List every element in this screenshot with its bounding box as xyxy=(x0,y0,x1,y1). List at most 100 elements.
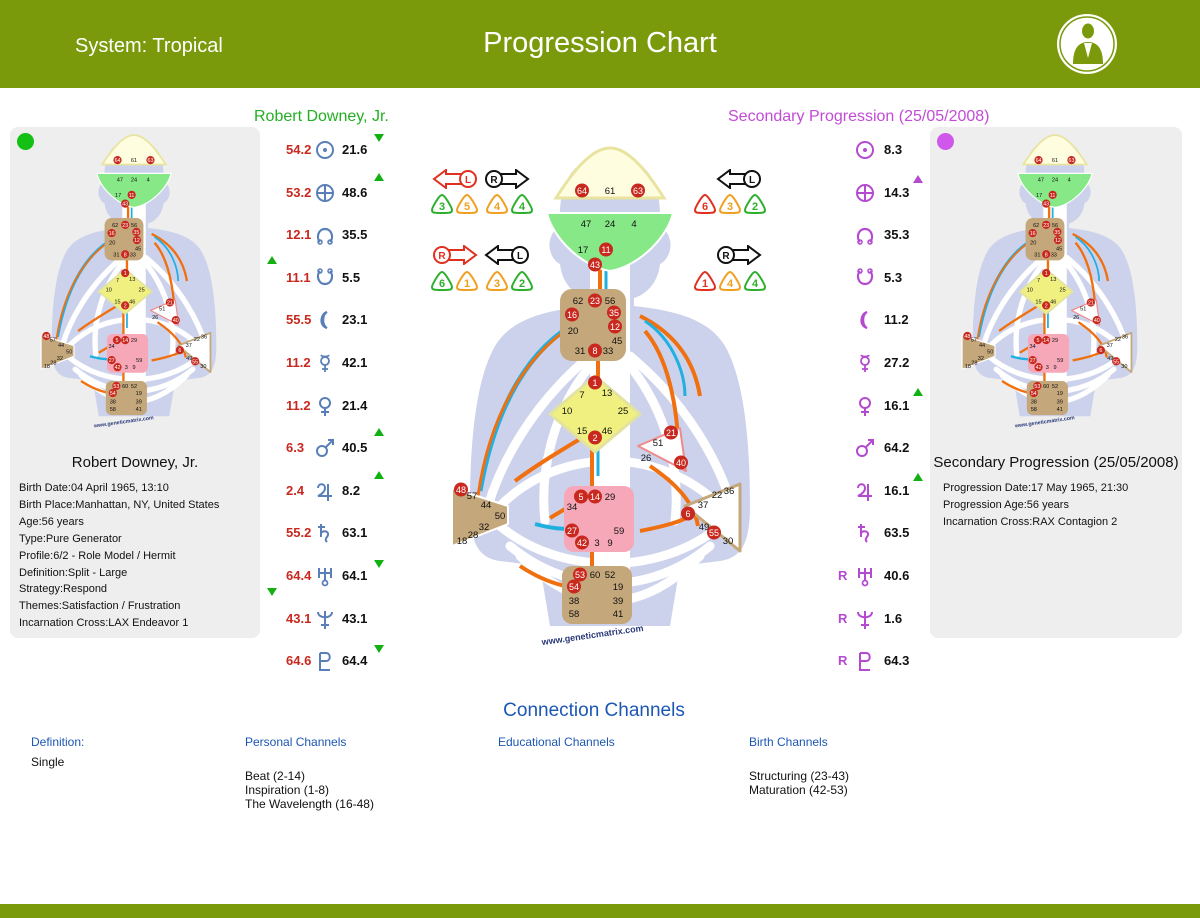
header-bar: System: Tropical Progression Chart xyxy=(0,0,1200,88)
gate-number: 62 xyxy=(112,223,118,229)
gate-number: 34 xyxy=(1030,344,1036,350)
gate-marker xyxy=(171,316,180,325)
design-value: 43.1 xyxy=(286,610,312,626)
gate-marker xyxy=(127,190,136,199)
channel-12 xyxy=(639,314,702,397)
gate-number: 4 xyxy=(631,219,636,230)
design-exaltation-arrow xyxy=(267,255,277,264)
personality-value: 35.5 xyxy=(342,227,368,243)
variable-number-text: 4 xyxy=(519,201,526,213)
gate-number: 10 xyxy=(1027,288,1033,294)
gate-marker xyxy=(1028,228,1037,238)
gate-number: 49 xyxy=(699,522,710,533)
gate-marker xyxy=(112,381,121,391)
gate-number: 19 xyxy=(136,391,142,397)
gate-number: 43 xyxy=(590,260,600,270)
gate-number: 6 xyxy=(178,348,181,354)
gate-number: 6 xyxy=(1099,348,1102,354)
gate-marker xyxy=(121,220,130,229)
progression-value: 27.2 xyxy=(884,355,910,370)
gate-number: 32 xyxy=(479,522,490,533)
gate-marker xyxy=(1053,236,1063,245)
gate-number: 35 xyxy=(1054,230,1060,236)
gate-marker xyxy=(1042,199,1051,208)
gate-number: 15 xyxy=(577,426,588,437)
gate-marker xyxy=(1042,268,1051,278)
gate-number: 48 xyxy=(456,485,466,495)
variable-arrow-right: R xyxy=(485,169,530,189)
saturn-icon xyxy=(318,524,330,544)
variable-arrow-right: R xyxy=(433,245,478,265)
gate-number: 56 xyxy=(131,223,137,229)
personality-exaltation-arrow xyxy=(374,645,384,654)
gate-number: 42 xyxy=(1036,365,1042,371)
ajna-center xyxy=(1017,172,1093,209)
variable-number-text: 3 xyxy=(494,278,500,290)
gate-marker xyxy=(608,319,622,334)
gate-number: 58 xyxy=(110,407,116,413)
gate-number: 40 xyxy=(676,458,686,468)
gate-number: 21 xyxy=(1088,301,1094,307)
design-value: 2.4 xyxy=(286,482,305,498)
south-node-icon xyxy=(316,268,334,285)
gate-number: 9 xyxy=(1053,365,1056,371)
gate-number: 48 xyxy=(964,334,970,340)
variable-number: 6 xyxy=(431,271,453,291)
gate-number: 40 xyxy=(1094,318,1100,324)
gate-number: 5 xyxy=(115,338,118,344)
gate-marker xyxy=(681,506,695,521)
gate-marker xyxy=(121,301,130,310)
gate-marker xyxy=(1029,388,1038,398)
gate-number: 28 xyxy=(468,530,479,541)
progression-person-name: Secondary Progression (25/05/2008) xyxy=(728,108,990,125)
design-exaltation-arrow xyxy=(267,588,277,596)
arrow-letter: L xyxy=(517,251,523,262)
gate-marker xyxy=(588,375,602,390)
gate-number: 53 xyxy=(1034,384,1040,390)
north-node-icon xyxy=(856,228,874,245)
gate-number: 61 xyxy=(131,158,137,164)
channel-ribbon xyxy=(539,361,595,526)
gate-number: 52 xyxy=(131,384,137,390)
gate-marker xyxy=(146,156,155,165)
personality-value: 40.5 xyxy=(342,440,368,456)
pluto-icon xyxy=(859,652,871,672)
personality-exaltation-arrow xyxy=(374,134,384,142)
system-label: System: Tropical xyxy=(75,35,223,57)
gate-number: 25 xyxy=(1060,288,1066,294)
gate-number: 22 xyxy=(712,490,723,501)
gate-number: 29 xyxy=(1052,338,1058,344)
gate-number: 46 xyxy=(1050,299,1056,305)
channel-6 xyxy=(156,321,187,358)
gate-number: 25 xyxy=(618,406,629,417)
gate-number: 64 xyxy=(1036,158,1042,164)
gate-number: 11 xyxy=(1050,193,1056,199)
gate-number: 26 xyxy=(641,453,652,464)
gate-number: 41 xyxy=(613,609,624,620)
mercury-icon xyxy=(860,354,870,372)
arrow-letter: R xyxy=(438,251,446,262)
gate-number: 4 xyxy=(1068,178,1071,184)
neptune-icon xyxy=(317,610,333,629)
gate-number: 43 xyxy=(1043,202,1049,208)
gate-marker xyxy=(112,336,122,345)
gate-marker xyxy=(1033,336,1043,345)
gate-number: 39 xyxy=(136,399,142,405)
personality-value: 21.4 xyxy=(342,397,368,413)
g-center xyxy=(548,374,642,454)
educational-channels-heading: Educational Channels xyxy=(498,735,615,749)
gate-number: 38 xyxy=(110,399,116,405)
gate-marker xyxy=(567,579,581,594)
gate-number: 45 xyxy=(1056,246,1062,252)
gate-number: 31 xyxy=(113,252,119,258)
gate-marker xyxy=(588,430,602,445)
gate-marker xyxy=(575,535,589,550)
definition-value: Single xyxy=(31,755,65,769)
incarnation-cross: Incarnation Cross:LAX Endeavor 1 xyxy=(19,617,189,630)
gate-marker xyxy=(565,523,579,538)
personality-value: 21.6 xyxy=(342,142,368,157)
variable-number-text: 4 xyxy=(727,278,734,290)
birth-place: Birth Place:Manhattan, NY, United States xyxy=(19,498,220,511)
